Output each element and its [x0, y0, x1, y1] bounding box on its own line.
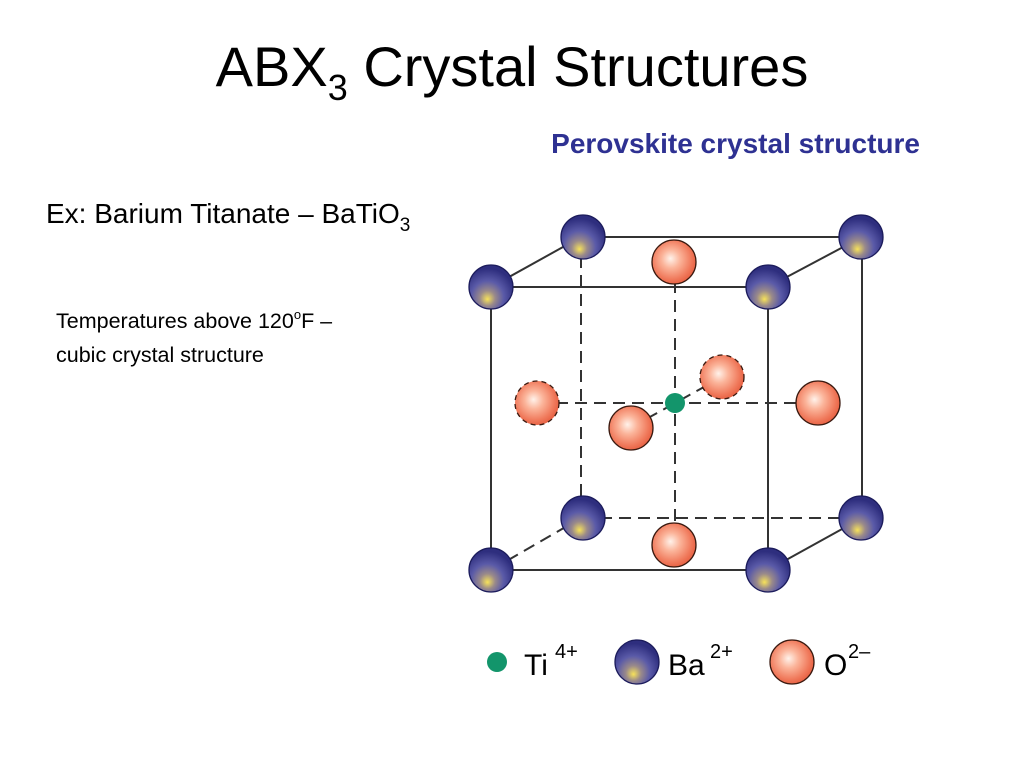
- note-line-1: Temperatures above 120oF –: [56, 304, 332, 338]
- legend: Ti 4+ Ba 2+ O 2–: [487, 639, 871, 685]
- page-title: ABX3 Crystal Structures: [0, 32, 1024, 106]
- barium-back-bottom-left: [560, 495, 606, 541]
- structure-subtitle: Perovskite crystal structure: [551, 128, 920, 159]
- legend-o-charge: 2–: [848, 641, 871, 663]
- note-line1-post: F –: [301, 309, 333, 333]
- barium-atoms: [468, 214, 884, 593]
- legend-item-ba: Ba 2+: [614, 639, 733, 685]
- legend-ti-charge: 4+: [555, 641, 578, 663]
- title-subscript: 3: [327, 67, 348, 108]
- temperature-note: Temperatures above 120oF – cubic crystal…: [56, 304, 332, 372]
- barium-back-top-right: [838, 214, 884, 260]
- legend-ba-charge: 2+: [710, 641, 733, 663]
- title-main: ABX: [215, 35, 328, 98]
- oxygen-bottom: [651, 522, 697, 568]
- title-rest: Crystal Structures: [347, 35, 809, 98]
- barium-front-top-left: [468, 264, 514, 310]
- legend-item-ti: Ti 4+: [487, 641, 578, 682]
- barium-front-bottom-left: [468, 547, 514, 593]
- legend-ba-marker: [614, 639, 660, 685]
- barium-front-bottom-right: [745, 547, 791, 593]
- legend-ti-marker: [487, 652, 507, 672]
- oxygen-top: [651, 239, 697, 285]
- oxygen-atoms: [514, 239, 841, 568]
- example-prefix: Ex: Barium Titanate – BaTiO: [46, 198, 400, 229]
- front-face: [490, 286, 769, 571]
- barium-back-top-left: [560, 214, 606, 260]
- legend-ba-symbol: Ba: [668, 649, 705, 682]
- oxygen-front: [608, 405, 654, 451]
- oxygen-back: [699, 354, 745, 400]
- oxygen-left: [514, 380, 560, 426]
- degree-superscript: o: [293, 307, 302, 322]
- legend-item-o: O 2–: [769, 639, 871, 685]
- legend-o-symbol: O: [824, 649, 847, 682]
- note-line-2: cubic crystal structure: [56, 343, 264, 367]
- note-line1-pre: Temperatures above 120: [56, 309, 294, 333]
- example-subscript: 3: [399, 215, 411, 236]
- barium-front-top-right: [745, 264, 791, 310]
- oxygen-right: [795, 380, 841, 426]
- titanium-atom: [665, 393, 685, 413]
- example-text: Ex: Barium Titanate – BaTiO3: [46, 198, 410, 235]
- barium-back-bottom-right: [838, 495, 884, 541]
- legend-o-marker: [769, 639, 815, 685]
- legend-ti-symbol: Ti: [524, 649, 548, 682]
